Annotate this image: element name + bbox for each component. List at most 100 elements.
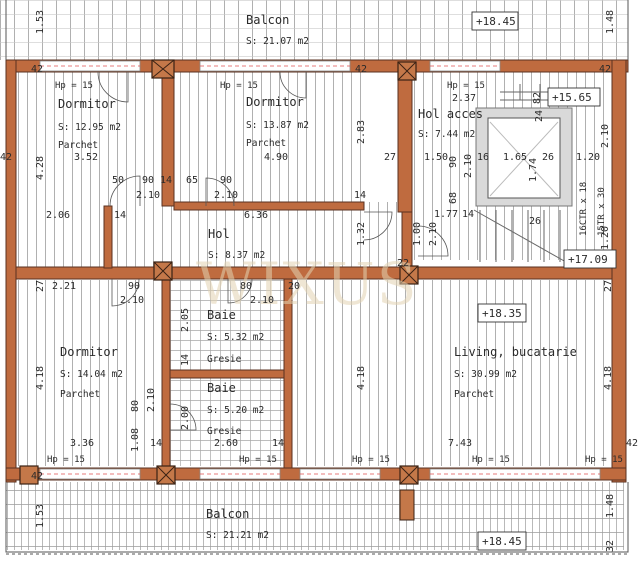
svg-text:1.32: 1.32 [356, 222, 367, 246]
svg-text:90: 90 [448, 156, 459, 168]
svg-text:6.36: 6.36 [244, 210, 268, 221]
bath-2-area: S: 5.20 m2 [207, 405, 264, 416]
svg-text:4.90: 4.90 [264, 152, 288, 163]
svg-text:65: 65 [186, 175, 198, 186]
svg-text:14: 14 [114, 210, 126, 221]
svg-text:14: 14 [180, 354, 191, 366]
svg-text:27: 27 [35, 280, 46, 292]
hall-area: S: 8.37 m2 [208, 250, 265, 261]
bedroom-2-area: S: 13.87 m2 [246, 120, 309, 131]
svg-text:1.50: 1.50 [424, 152, 448, 163]
svg-text:Hp = 15: Hp = 15 [220, 81, 258, 91]
svg-text:1.53: 1.53 [35, 504, 46, 528]
bath-2-floor-type: Gresie [207, 426, 242, 437]
svg-text:42: 42 [355, 64, 367, 75]
svg-text:1.74: 1.74 [528, 158, 539, 182]
svg-text:82: 82 [532, 92, 543, 104]
svg-text:2.10: 2.10 [428, 222, 439, 246]
bedroom-1-area: S: 12.95 m2 [58, 122, 121, 133]
bath-1-name: Baie [207, 308, 236, 322]
balcony-rails [5, 0, 629, 555]
sill-height-labels: Hp = 15 Hp = 15 Hp = 15 Hp = 15 Hp = 15 … [47, 81, 623, 465]
svg-text:1.77: 1.77 [434, 209, 458, 220]
svg-text:2.60: 2.60 [214, 438, 238, 449]
svg-text:2.10: 2.10 [600, 124, 611, 148]
hall-name: Hol [208, 227, 230, 241]
bedroom-3-floor-type: Parchet [60, 389, 100, 400]
svg-text:2.05: 2.05 [180, 308, 191, 332]
svg-text:90: 90 [128, 281, 140, 292]
access-hall-area: S: 7.44 m2 [418, 129, 475, 140]
svg-text:2.10: 2.10 [463, 154, 474, 178]
svg-text:Hp = 15: Hp = 15 [47, 455, 85, 465]
svg-text:42: 42 [599, 64, 611, 75]
bath-2-floor [170, 378, 286, 466]
stair-down-label: 15TR x 30 [597, 187, 607, 236]
living-name: Living, bucatarie [454, 345, 577, 359]
svg-text:+15.65: +15.65 [552, 91, 592, 104]
svg-text:26: 26 [529, 216, 541, 227]
svg-text:1.20: 1.20 [576, 152, 600, 163]
svg-text:50: 50 [112, 175, 124, 186]
svg-text:20: 20 [288, 281, 300, 292]
svg-text:2.10: 2.10 [250, 295, 274, 306]
svg-text:1.00: 1.00 [412, 222, 423, 246]
balcony-top-name: Balcon [246, 13, 289, 27]
watermark: WIXUS [196, 250, 418, 318]
svg-text:4.18: 4.18 [603, 366, 614, 390]
bedroom-2-floor [176, 72, 366, 202]
living-area: S: 30.99 m2 [454, 369, 517, 380]
svg-text:32: 32 [605, 540, 616, 552]
svg-text:Hp = 15: Hp = 15 [352, 455, 390, 465]
svg-text:Hp = 15: Hp = 15 [472, 455, 510, 465]
bedroom-1-name: Dormitor [58, 97, 116, 111]
svg-text:Hp = 15: Hp = 15 [447, 81, 485, 91]
svg-text:2.83: 2.83 [356, 120, 367, 144]
living-floor [292, 280, 614, 466]
svg-text:+18.45: +18.45 [476, 15, 516, 28]
door-swings [97, 71, 449, 431]
bedroom-3-name: Dormitor [60, 345, 118, 359]
svg-text:2.10: 2.10 [214, 190, 238, 201]
bath-1-area: S: 5.32 m2 [207, 332, 264, 343]
svg-text:14: 14 [272, 438, 284, 449]
bedroom-1-floor-type: Parchet [58, 140, 98, 151]
svg-text:2.21: 2.21 [52, 281, 76, 292]
svg-text:1.20: 1.20 [600, 226, 611, 250]
balcony-pillar [399, 489, 415, 521]
svg-text:Hp = 15: Hp = 15 [585, 455, 623, 465]
svg-text:+18.45: +18.45 [482, 535, 522, 548]
dimension-labels: 1.53 1.48 42 42 42 42 4.28 3.52 4.90 2.8… [0, 10, 638, 552]
svg-text:1.53: 1.53 [35, 10, 46, 34]
bedroom-3-floor [16, 280, 162, 466]
svg-text:22: 22 [397, 258, 409, 269]
balcony-top-area: S: 21.07 m2 [246, 36, 309, 47]
svg-text:80: 80 [240, 281, 252, 292]
svg-text:7.43: 7.43 [448, 438, 472, 449]
bedroom-2-name: Dormitor [246, 95, 304, 109]
svg-text:14: 14 [160, 175, 172, 186]
svg-text:42: 42 [0, 152, 12, 163]
svg-text:26: 26 [542, 152, 554, 163]
svg-text:4.28: 4.28 [35, 156, 46, 180]
bedroom-3-area: S: 14.04 m2 [60, 369, 123, 380]
svg-text:42: 42 [31, 471, 43, 482]
svg-text:1.08: 1.08 [130, 428, 141, 452]
svg-text:4.18: 4.18 [356, 366, 367, 390]
svg-text:1.48: 1.48 [605, 10, 616, 34]
staircase [473, 84, 573, 263]
svg-text:2.10: 2.10 [146, 388, 157, 412]
svg-text:80: 80 [130, 400, 141, 412]
room-labels: Balcon S: 21.07 m2 Dormitor S: 12.95 m2 … [58, 13, 577, 541]
svg-text:14: 14 [354, 190, 366, 201]
svg-text:2.10: 2.10 [136, 190, 160, 201]
svg-text:14: 14 [150, 438, 162, 449]
svg-text:4.18: 4.18 [35, 366, 46, 390]
balcony-bottom-floor [6, 482, 624, 550]
access-hall-name: Hol acces [418, 107, 483, 121]
bedroom-2-floor-type: Parchet [246, 138, 286, 149]
level-markers: +18.45 +15.65 +17.09 +18.35 +18.45 [471, 11, 617, 551]
svg-text:68: 68 [448, 192, 459, 204]
